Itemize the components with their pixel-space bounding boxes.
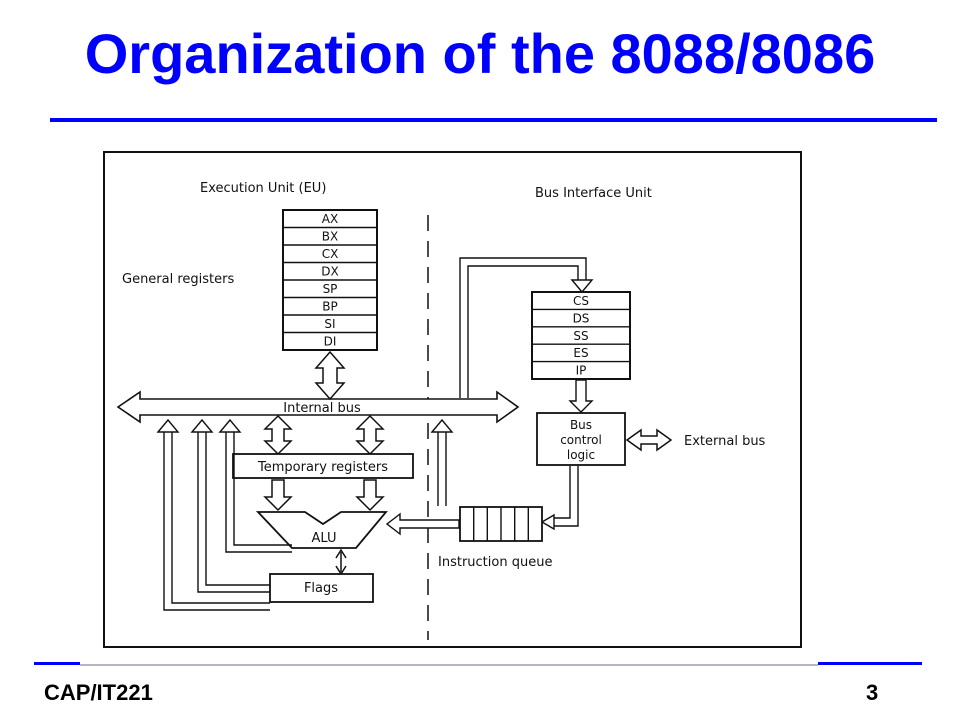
ip-buscontrol-arrow (568, 379, 594, 413)
flags-label: Flags (304, 581, 338, 596)
internal-bus-label: Internal bus (283, 401, 361, 416)
register-ss: SS (573, 329, 588, 343)
bus-control-logic-box (536, 412, 626, 466)
register-dx: DX (321, 265, 338, 279)
bus-to-segment-loop (459, 257, 594, 398)
instruction-queue-label: Instruction queue (438, 555, 552, 570)
general-register-stack: AX BX CX DX SP BP SI DI (282, 209, 378, 351)
register-bp: BP (322, 300, 337, 314)
register-bx: BX (322, 230, 338, 244)
register-ds: DS (573, 311, 590, 325)
bus-control-label-line2: control (560, 433, 602, 447)
register-cs: CS (573, 294, 589, 308)
temp-alu-arrow-right (355, 479, 385, 512)
register-ax: AX (322, 212, 338, 226)
footer-rule-left (34, 662, 80, 665)
footer-rule-right (818, 662, 922, 665)
segment-register-stack: CS DS SS ES IP (531, 291, 631, 380)
temp-alu-arrow-left (263, 479, 293, 512)
register-cx: CX (322, 247, 339, 261)
biu-label: Bus Interface Unit (535, 186, 652, 201)
temporary-registers-label: Temporary registers (257, 460, 388, 475)
register-ip: IP (576, 364, 587, 378)
general-registers-label: General registers (122, 272, 234, 287)
queue-alu-arrow (385, 512, 460, 536)
temporary-registers-box (232, 453, 414, 479)
title-divider (50, 118, 937, 122)
page-number: 3 (866, 680, 879, 705)
eu-label: Execution Unit (EU) (200, 181, 326, 196)
register-si: SI (324, 317, 335, 331)
bus-control-label-line1: Bus (570, 418, 592, 432)
queue-bus-link (430, 418, 454, 506)
registers-bus-arrow (314, 350, 346, 401)
register-es: ES (573, 346, 588, 360)
slide-title: Organization of the 8088/8086 (84, 22, 876, 85)
alu-label: ALU (311, 531, 336, 546)
register-di: DI (324, 335, 337, 349)
register-sp: SP (323, 282, 338, 296)
internal-bus-arrow (116, 390, 520, 424)
external-bus-arrow (625, 428, 673, 452)
instruction-queue (459, 506, 543, 542)
bus-control-label-line3: logic (567, 448, 595, 462)
external-bus-label: External bus (684, 434, 766, 449)
alu-shape (255, 511, 388, 549)
buscontrol-queue-link (540, 466, 579, 531)
course-code: CAP/IT221 (44, 680, 153, 705)
flags-box (269, 573, 374, 603)
feedback-paths (156, 418, 292, 611)
